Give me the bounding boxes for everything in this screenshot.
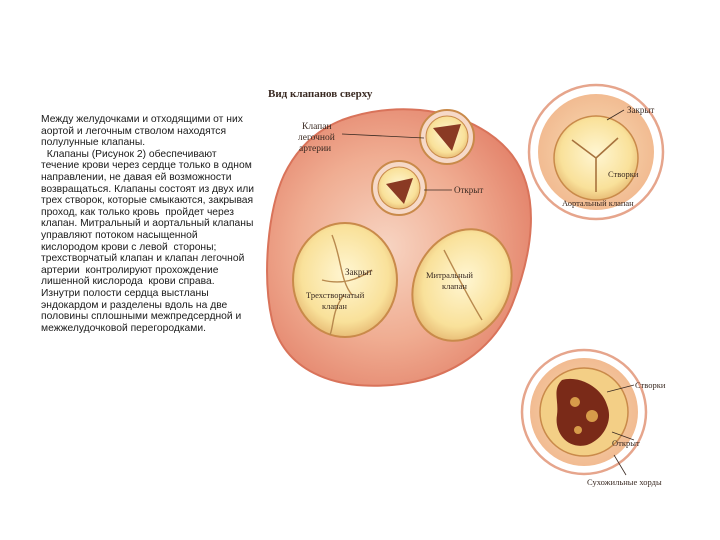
label-mitral-1: Митральный — [426, 270, 473, 280]
valves-svg: Вид клапанов сверху — [266, 83, 666, 487]
body-text: Между желудочками и отходящими от них ао… — [41, 114, 256, 334]
pulmonary-valve — [419, 109, 475, 165]
label-closed-inset: Закрыт — [627, 105, 654, 115]
paragraph-valves-function: Клапаны (Рисунок 2) обеспечивают течение… — [41, 148, 257, 288]
label-pulmonary-3: артерии — [299, 144, 331, 154]
inset-open-valve — [520, 348, 648, 476]
label-closed-tricuspid: Закрыт — [345, 267, 372, 277]
label-chordae: Сухожильные хорды — [587, 477, 662, 487]
label-pulmonary-1: Клапан — [302, 122, 332, 132]
paragraph-semilunar-valves: Между желудочками и отходящими от них ао… — [41, 114, 243, 149]
label-aortic-valve: Аортальный клапан — [562, 198, 634, 208]
leader-lines — [341, 109, 635, 476]
label-tricuspid-1: Трехстворчатый — [306, 290, 365, 300]
label-open-bottom: Открыт — [612, 438, 640, 448]
label-open-aortic: Открыт — [454, 185, 483, 195]
aortic-valve — [371, 160, 427, 216]
label-tricuspid-2: клапан — [322, 301, 347, 311]
tricuspid-valve — [292, 222, 398, 338]
label-mitral-2: клапан — [442, 281, 467, 291]
figure-title: Вид клапанов сверху — [268, 88, 373, 100]
label-leaflets-inset: Створки — [608, 169, 639, 179]
label-pulmonary-2: легочной — [298, 132, 335, 143]
label-leaflets-bottom: Створки — [635, 380, 666, 390]
valves-illustration: Вид клапанов сверху — [262, 80, 720, 490]
inset-closed-valve — [527, 83, 665, 221]
mitral-valve — [411, 228, 513, 342]
paragraph-endocardium: Изнутри полости сердца выстланы эндокард… — [41, 287, 242, 334]
